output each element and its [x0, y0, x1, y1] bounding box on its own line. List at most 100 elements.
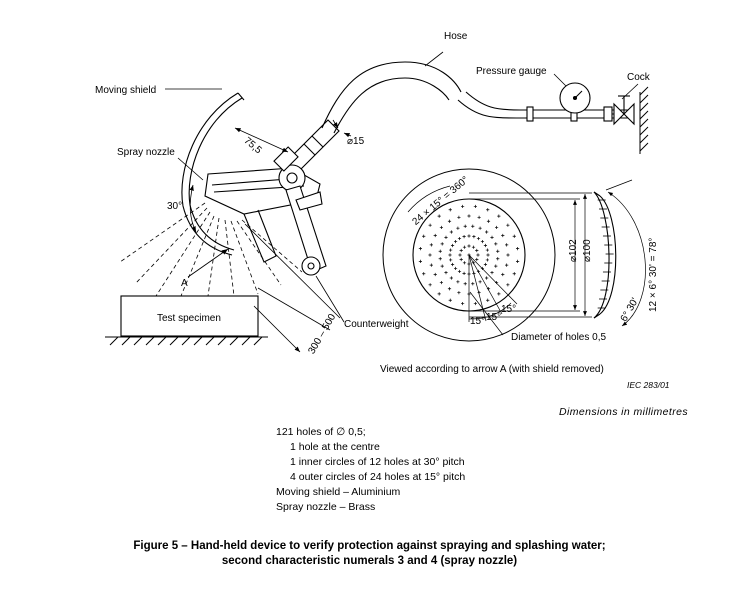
spray-hole: [462, 245, 467, 249]
note-inner-circle: 1 inner circles of 12 holes at 30° pitch: [290, 456, 465, 468]
counterweight-label: Counterweight: [344, 319, 409, 330]
spray-hole: [440, 242, 444, 246]
spray-hole: [501, 272, 505, 277]
note-holes: 121 holes of ∅ 0,5;: [276, 426, 366, 438]
wall: [639, 86, 649, 154]
spray-hole: [485, 248, 489, 252]
hose: [321, 61, 462, 134]
spray-hole: [428, 283, 432, 287]
spray-hole: [483, 243, 488, 248]
viewed-caption: Viewed according to arrow A (with shield…: [380, 364, 604, 375]
spray-hole: [490, 271, 494, 275]
spray-hole: [515, 247, 520, 251]
spray-hole: [462, 271, 466, 275]
spray-hole: [463, 224, 467, 228]
spray-hole: [458, 253, 462, 257]
iec-reference: IEC 283/01: [627, 380, 670, 390]
spray-hole: [501, 233, 505, 238]
dim-755-line: [234, 127, 289, 153]
spray-hole: [497, 292, 501, 296]
spray-hole: [476, 236, 481, 241]
spray-hole: [486, 208, 490, 212]
spray-lines: [119, 202, 303, 297]
dimensions-note: Dimensions in millimetres: [559, 406, 689, 418]
figure-caption-line-2: second characteristic numerals 3 and 4 (…: [221, 555, 518, 567]
supply-pipe: [457, 91, 630, 122]
spray-hole: [448, 298, 452, 302]
spray-hole: [450, 243, 455, 248]
spray-hole: [494, 242, 498, 246]
spray-hole: [471, 282, 475, 286]
spray-hole: [439, 225, 444, 230]
spray-hole: [457, 269, 462, 274]
pitch-label-3: 15°: [501, 304, 516, 315]
spray-hole: [449, 258, 453, 262]
spray-hole: [486, 253, 490, 257]
spray-hole: [449, 248, 453, 252]
spray-hole: [505, 243, 509, 247]
spray-hole: [429, 243, 433, 247]
spray-hole: [483, 262, 488, 267]
spray-hole: [485, 230, 489, 234]
spray-hole: [422, 234, 426, 238]
spray-hole: [496, 249, 500, 253]
arc-78-label: 12 × 6° 30' = 78°: [648, 238, 659, 312]
phi15-arrow-b: [343, 132, 352, 138]
spray-hole: [486, 219, 491, 223]
spray-hole: [490, 235, 494, 239]
dim-300-500: [244, 223, 341, 353]
spray-hole: [440, 264, 444, 268]
spray-hole: [438, 249, 442, 253]
note-outer-circles: 4 outer circles of 24 holes at 15° pitch: [290, 471, 466, 483]
face-outer-circle: [382, 168, 556, 342]
phi102-label: ⌀102: [568, 239, 579, 262]
spray-hole: [453, 239, 458, 244]
note-shield-material: Moving shield – Aluminium: [276, 486, 401, 498]
spray-hole: [473, 204, 477, 209]
spray-hole: [472, 235, 476, 239]
arc-78-ext: [605, 179, 633, 191]
spray-hole: [429, 263, 433, 267]
note-centre: 1 hole at the centre: [290, 441, 380, 453]
spray-hole: [422, 272, 426, 276]
spray-hole: [463, 282, 467, 286]
nozzle-bracket: [243, 209, 277, 263]
holes-angle-arc: [407, 185, 451, 213]
spray-hole: [433, 233, 437, 238]
diameter-dims: [469, 192, 592, 318]
spray-hole: [439, 280, 444, 285]
spray-hole: [478, 226, 482, 230]
spray-hole: [467, 214, 471, 218]
spray-hole: [459, 248, 463, 253]
notes-block: 121 holes of ∅ 0,5; 1 hole at the centre…: [276, 425, 465, 515]
arrow-a-label: A: [181, 278, 188, 289]
spray-hole: [512, 234, 516, 238]
spray-hole: [447, 219, 452, 223]
spray-hole: [462, 261, 467, 265]
spray-hole: [473, 301, 477, 306]
spray-hole: [433, 272, 437, 277]
arc-6-30-label: 6° 30': [619, 296, 641, 324]
hose-label: Hose: [444, 31, 468, 42]
spray-hole: [448, 253, 452, 257]
phi15-arrow-a: [332, 119, 339, 129]
spray-hole: [494, 280, 499, 285]
counterweight: [285, 185, 327, 276]
spray-hole: [477, 215, 481, 219]
dim-300-500-label: 300 – 500: [306, 312, 338, 356]
spray-hole: [428, 223, 432, 227]
spray-hole: [515, 259, 520, 263]
pitch-label-1: 15°: [470, 316, 485, 327]
pitch-label-2: 15°: [486, 312, 501, 323]
spray-hole: [461, 204, 465, 209]
spray-hole: [506, 223, 510, 227]
spray-hole: [476, 253, 480, 257]
spray-hole: [428, 253, 432, 257]
spray-hole: [459, 257, 463, 262]
spray-hole: [485, 258, 489, 262]
holes-diameter-leader: [469, 291, 504, 336]
spray-nozzle-label: Spray nozzle: [117, 147, 175, 158]
spray-hole: [444, 271, 448, 275]
spray-hole: [437, 292, 441, 296]
